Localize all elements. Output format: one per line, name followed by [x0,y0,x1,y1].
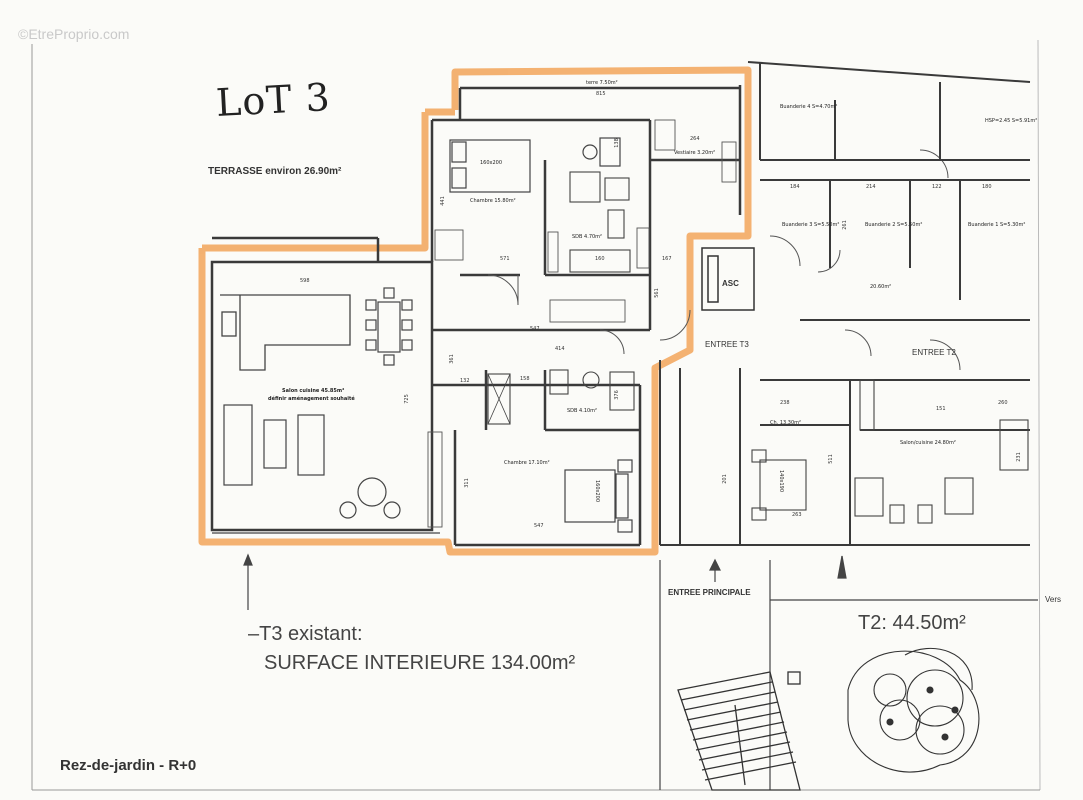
dim-label: 815 [596,91,606,97]
lot3-highlight-outline [198,66,752,556]
dim-label: 261 [841,220,848,230]
room-label-hsp: HSP=2.45 S=5.91m² [985,118,1038,124]
t2-furniture [751,379,1029,524]
dining-table [365,287,413,366]
dim-label: 361 [448,354,455,364]
dim-label: 260 [998,400,1008,406]
dim-label: 311 [463,478,470,488]
bed-label-chambre2: 160x200 [594,479,601,503]
elevator-label: ASC [722,279,739,288]
bed-chambre1 [449,137,621,193]
dim-label: 201 [721,474,728,484]
dim-label: 122 [932,184,942,190]
site-lines [212,532,1038,790]
dim-label: 160 [595,256,605,262]
dim-label: 238 [780,400,790,406]
dim-label: 547 [534,523,544,529]
dim-label: 598 [300,278,310,284]
dim-label: 184 [790,184,800,190]
elevator [701,247,755,311]
lot-title: LoT 3 [214,75,332,125]
entree-t3-label: ENTREE T3 [705,340,749,349]
room-label-buanderie4: Buanderie 4 S=4.70m² [780,104,838,110]
dim-label: 547 [530,326,540,332]
dim-label: 561 [653,288,660,298]
dim-label: 264 [690,136,700,142]
room-label-buanderie2: Buanderie 2 S=5.50m² [865,222,923,228]
staircase [677,671,801,791]
room-label-terrasse-haut: terre 7.50m² [586,80,618,86]
room-label-buanderie1: Buanderie 1 S=5.30m² [968,222,1026,228]
kitchen-counter [220,294,351,371]
vers-label: Vers [1045,595,1062,604]
entrance-arrows [243,553,847,610]
room-label-chambre2: Chambre 17.10m² [504,460,550,466]
dim-label: 138 [613,138,620,148]
door-swings [487,149,961,371]
sdb1-fixtures [569,171,631,273]
terrasse-label: TERRASSE environ 26.90m² [208,166,342,177]
dim-label: 167 [662,256,672,262]
living-furniture [223,404,401,519]
room-label-sejour-t2: Salon/cuisine 24.80m² [900,440,956,446]
room-label-chambre1: Chambre 15.80m² [470,198,516,204]
dim-label: 725 [403,394,410,404]
dim-label: 414 [555,346,565,352]
room-label-sdb2: SDB 4.10m² [567,408,598,414]
bed-chambre2 [564,459,633,533]
entree-principale-label: ENTREE PRINCIPALE [668,588,751,597]
dim-label: 511 [827,454,834,464]
dim-label: 132 [460,378,470,384]
room-label-couloir: 20.60m² [870,284,892,290]
bed-label-t2: 140x190 [778,469,785,493]
dim-label: 158 [520,376,530,382]
surface-interieure-label: SURFACE INTERIEURE 134.00m² [264,652,576,674]
room-label-vestiaire: Vestiaire 3.20m² [674,150,716,156]
t3-walls [210,85,742,547]
watermark: ©EtreProprio.com [18,26,130,42]
dim-label: 263 [792,512,802,518]
room-label-salon-sub: définir aménagement souhaité [268,396,355,402]
dim-label: 571 [500,256,510,262]
entree-t2-label: ENTREE T2 [912,348,956,357]
room-label-buanderie3: Buanderie 3 S=5.50m² [782,222,840,228]
room-label-ch-t2: Ch. 13.30m² [770,420,802,426]
dim-label: 180 [982,184,992,190]
wardrobes [427,119,737,528]
bed-label-chambre1: 160x200 [480,160,503,166]
garden-trees [847,647,980,773]
room-label-sdb1: SDB 4.70m² [572,234,603,240]
dim-label: 231 [1015,452,1022,462]
right-wing-walls [659,61,1031,546]
dim-label: 151 [936,406,946,412]
room-label-salon: Salon cuisine 45.85m² [282,388,345,394]
level-label: Rez-de-jardin - R+0 [60,757,197,774]
dim-label: 376 [613,390,620,400]
t3-existant-label: –T3 existant: [248,623,363,645]
sdb2-fixtures [487,369,635,425]
t2-surface-label: T2: 44.50m² [858,612,966,634]
dim-label: 214 [866,184,876,190]
dim-label: 441 [439,196,446,206]
